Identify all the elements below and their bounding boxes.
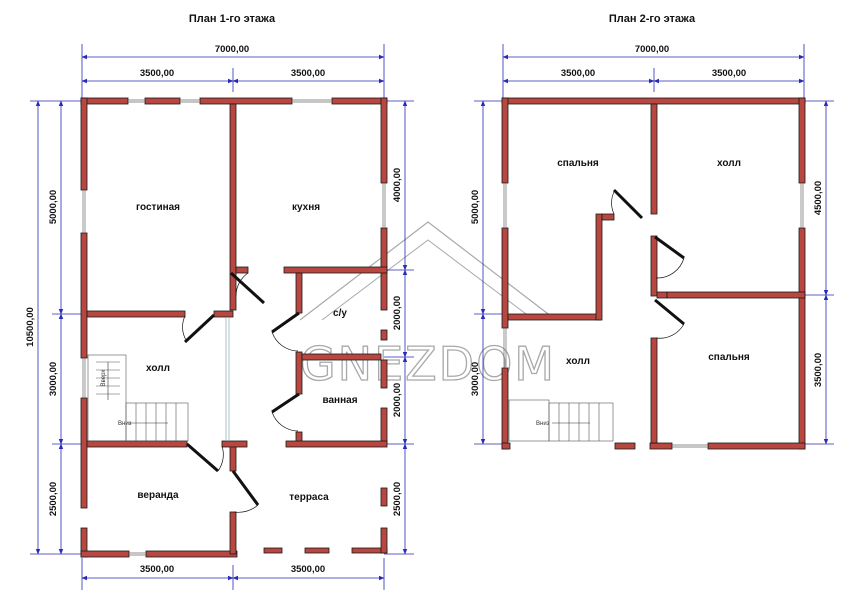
p2-dim-left-1: 5000,00: [470, 190, 481, 224]
p1-room-terrace: терраса: [289, 492, 329, 503]
watermark: GNEZDOM: [299, 221, 557, 392]
p2-room-hall-right: холл: [717, 158, 741, 169]
p1-dim-left-2: 3000,00: [48, 362, 59, 396]
p1-dim-bottom-left: 3500,00: [140, 564, 174, 575]
p2-stairs-down-label: Вниз: [536, 421, 550, 427]
plan-1-title: План 1-го этажа: [189, 13, 276, 25]
p1-dim-top-total: 7000,00: [215, 44, 249, 55]
plan-1: План 1-го этажа: [25, 13, 414, 590]
p1-dim-bottom-right: 3500,00: [291, 564, 325, 575]
plan-2-dimensions: [474, 44, 834, 445]
p1-dim-top-right: 3500,00: [291, 68, 325, 79]
p2-dim-left-2: 3000,00: [470, 362, 481, 396]
plan-1-walls: [80, 97, 388, 558]
plan-1-windows: [82, 99, 386, 556]
p2-dim-top-left: 3500,00: [561, 68, 595, 79]
p1-room-kitchen: кухня: [292, 202, 320, 213]
p2-dim-right-2: 3500,00: [813, 353, 824, 387]
plan-2-doors: [611, 188, 685, 339]
plan-2-walls: [501, 97, 806, 450]
p1-stairs-down-label: Вниз: [118, 421, 132, 427]
p1-dim-left-1: 5000,00: [48, 190, 59, 224]
p1-dim-right-3: 2000,00: [392, 383, 403, 417]
p1-room-bath: ванная: [322, 395, 357, 406]
watermark-text: GNEZDOM: [300, 337, 556, 391]
plan-2-title: План 2-го этажа: [609, 13, 696, 25]
p2-room-hall-left: холл: [566, 356, 590, 367]
p2-dim-right-1: 4500,00: [813, 181, 824, 215]
p1-dim-right-4: 2500,00: [392, 482, 403, 516]
p2-dim-top-total: 7000,00: [635, 44, 669, 55]
p1-dim-top-left: 3500,00: [140, 68, 174, 79]
plan-2: План 2-го этажа 7000,00 3500,00 3500,00 …: [470, 13, 834, 450]
p1-stairs-up-label: Вверх: [101, 370, 107, 387]
plan-1-stairs: [87, 354, 189, 442]
plan-2-stairs: [508, 399, 614, 442]
p1-room-hall: холл: [146, 363, 170, 374]
p2-room-bedroom-left: спальня: [557, 158, 599, 169]
p1-dim-left-3: 2500,00: [48, 482, 59, 516]
plan-1-dimensions: [30, 44, 414, 590]
p1-room-veranda: веранда: [137, 490, 179, 501]
plan-2-windows: [503, 183, 804, 448]
p2-dim-top-right: 3500,00: [712, 68, 746, 79]
plan-1-doors: [182, 271, 300, 513]
p2-room-bedroom-right: спальня: [708, 352, 750, 363]
p1-dim-right-1: 4000,00: [392, 168, 403, 202]
p1-dim-right-2: 2000,00: [392, 296, 403, 330]
p1-room-living: гостиная: [136, 202, 180, 213]
p1-room-wc: с/у: [333, 308, 347, 319]
p1-dim-left-total: 10500,00: [25, 307, 36, 347]
